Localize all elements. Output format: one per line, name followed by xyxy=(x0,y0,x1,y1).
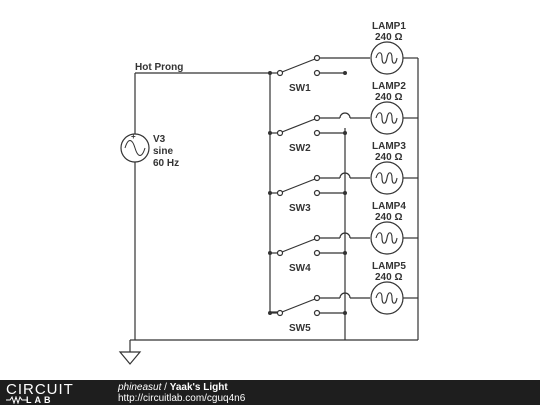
wire-crossover xyxy=(339,172,351,179)
switch-common-terminal xyxy=(276,69,284,77)
source-name: V3 xyxy=(153,134,166,145)
source-type: sine xyxy=(153,146,173,157)
wires xyxy=(129,58,419,352)
junction-dot xyxy=(268,191,272,195)
lamp-value: 240 Ω xyxy=(375,272,402,283)
switch-lever xyxy=(281,58,316,73)
junction-dot xyxy=(343,251,347,255)
switch-label: SW2 xyxy=(289,143,311,154)
switch-contact-a xyxy=(313,294,321,302)
switch-lever xyxy=(281,238,316,253)
lamp-filament-icon xyxy=(375,52,398,64)
switch-label: SW5 xyxy=(289,323,311,334)
lamp-filament-icon xyxy=(375,112,398,124)
junction-dot xyxy=(343,191,347,195)
switch-label: SW1 xyxy=(289,83,311,94)
lamp-name: LAMP3 xyxy=(372,141,406,152)
switch-common-terminal xyxy=(276,309,284,317)
switch-contact-b xyxy=(313,189,321,197)
lamp-name: LAMP4 xyxy=(372,201,406,212)
wire-crossover xyxy=(339,112,351,119)
lamp-name: LAMP2 xyxy=(372,81,406,92)
switch-label: SW3 xyxy=(289,203,311,214)
switch-contact-b xyxy=(313,129,321,137)
lamp-name: LAMP1 xyxy=(372,21,406,32)
junction-dot xyxy=(343,131,347,135)
circuitlab-logo-lab: LAB xyxy=(26,395,54,405)
sine-wave-icon xyxy=(124,140,146,156)
lamp-filament-icon xyxy=(375,232,398,244)
logo-resistor-icon xyxy=(6,396,28,404)
ground-icon xyxy=(118,351,142,365)
switch-contact-b xyxy=(313,309,321,317)
lamp-value: 240 Ω xyxy=(375,152,402,163)
lamp-filament-icon xyxy=(375,172,398,184)
switch-lever xyxy=(281,118,316,133)
switch-contact-b xyxy=(313,249,321,257)
circuit-url[interactable]: http://circuitlab.com/cguq4n6 xyxy=(118,393,246,404)
junction-dot xyxy=(268,251,272,255)
circuit-title[interactable]: Yaak's Light xyxy=(169,382,228,393)
junction-dot xyxy=(268,71,272,75)
hot-prong-label: Hot Prong xyxy=(135,62,183,73)
junction-dot xyxy=(343,311,347,315)
switch-label: SW4 xyxy=(289,263,311,274)
junction-dot xyxy=(343,71,347,75)
switch-common-terminal xyxy=(276,249,284,257)
separator: / xyxy=(161,382,170,393)
lamp-value: 240 Ω xyxy=(375,212,402,223)
voltage-source: + V3 sine 60 Hz xyxy=(120,132,179,169)
wire-crossover xyxy=(339,292,351,299)
switch-contact-a xyxy=(313,234,321,242)
switch-common-terminal xyxy=(276,129,284,137)
source-frequency: 60 Hz xyxy=(153,158,179,169)
lamp-name: LAMP5 xyxy=(372,261,406,272)
switch-contact-b xyxy=(313,69,321,77)
footer-meta: phineasut / Yaak's Light http://circuitl… xyxy=(118,382,245,404)
switch-contact-a xyxy=(313,174,321,182)
lamp-value: 240 Ω xyxy=(375,92,402,103)
footer-bar: CIRCUIT LAB phineasut / Yaak's Light htt… xyxy=(0,380,540,405)
switch-lever xyxy=(281,178,316,193)
wire-crossover xyxy=(339,232,351,239)
switch-contact-a xyxy=(313,54,321,62)
author-name[interactable]: phineasut xyxy=(118,382,162,393)
lamp-filament-icon xyxy=(375,292,398,304)
switch-lever xyxy=(281,298,316,313)
lamp-value: 240 Ω xyxy=(375,32,402,43)
plus-sign: + xyxy=(131,132,136,141)
switch-contact-a xyxy=(313,114,321,122)
circuitlab-logo: CIRCUIT xyxy=(6,381,74,398)
junction-dot xyxy=(268,131,272,135)
switch-common-terminal xyxy=(276,189,284,197)
